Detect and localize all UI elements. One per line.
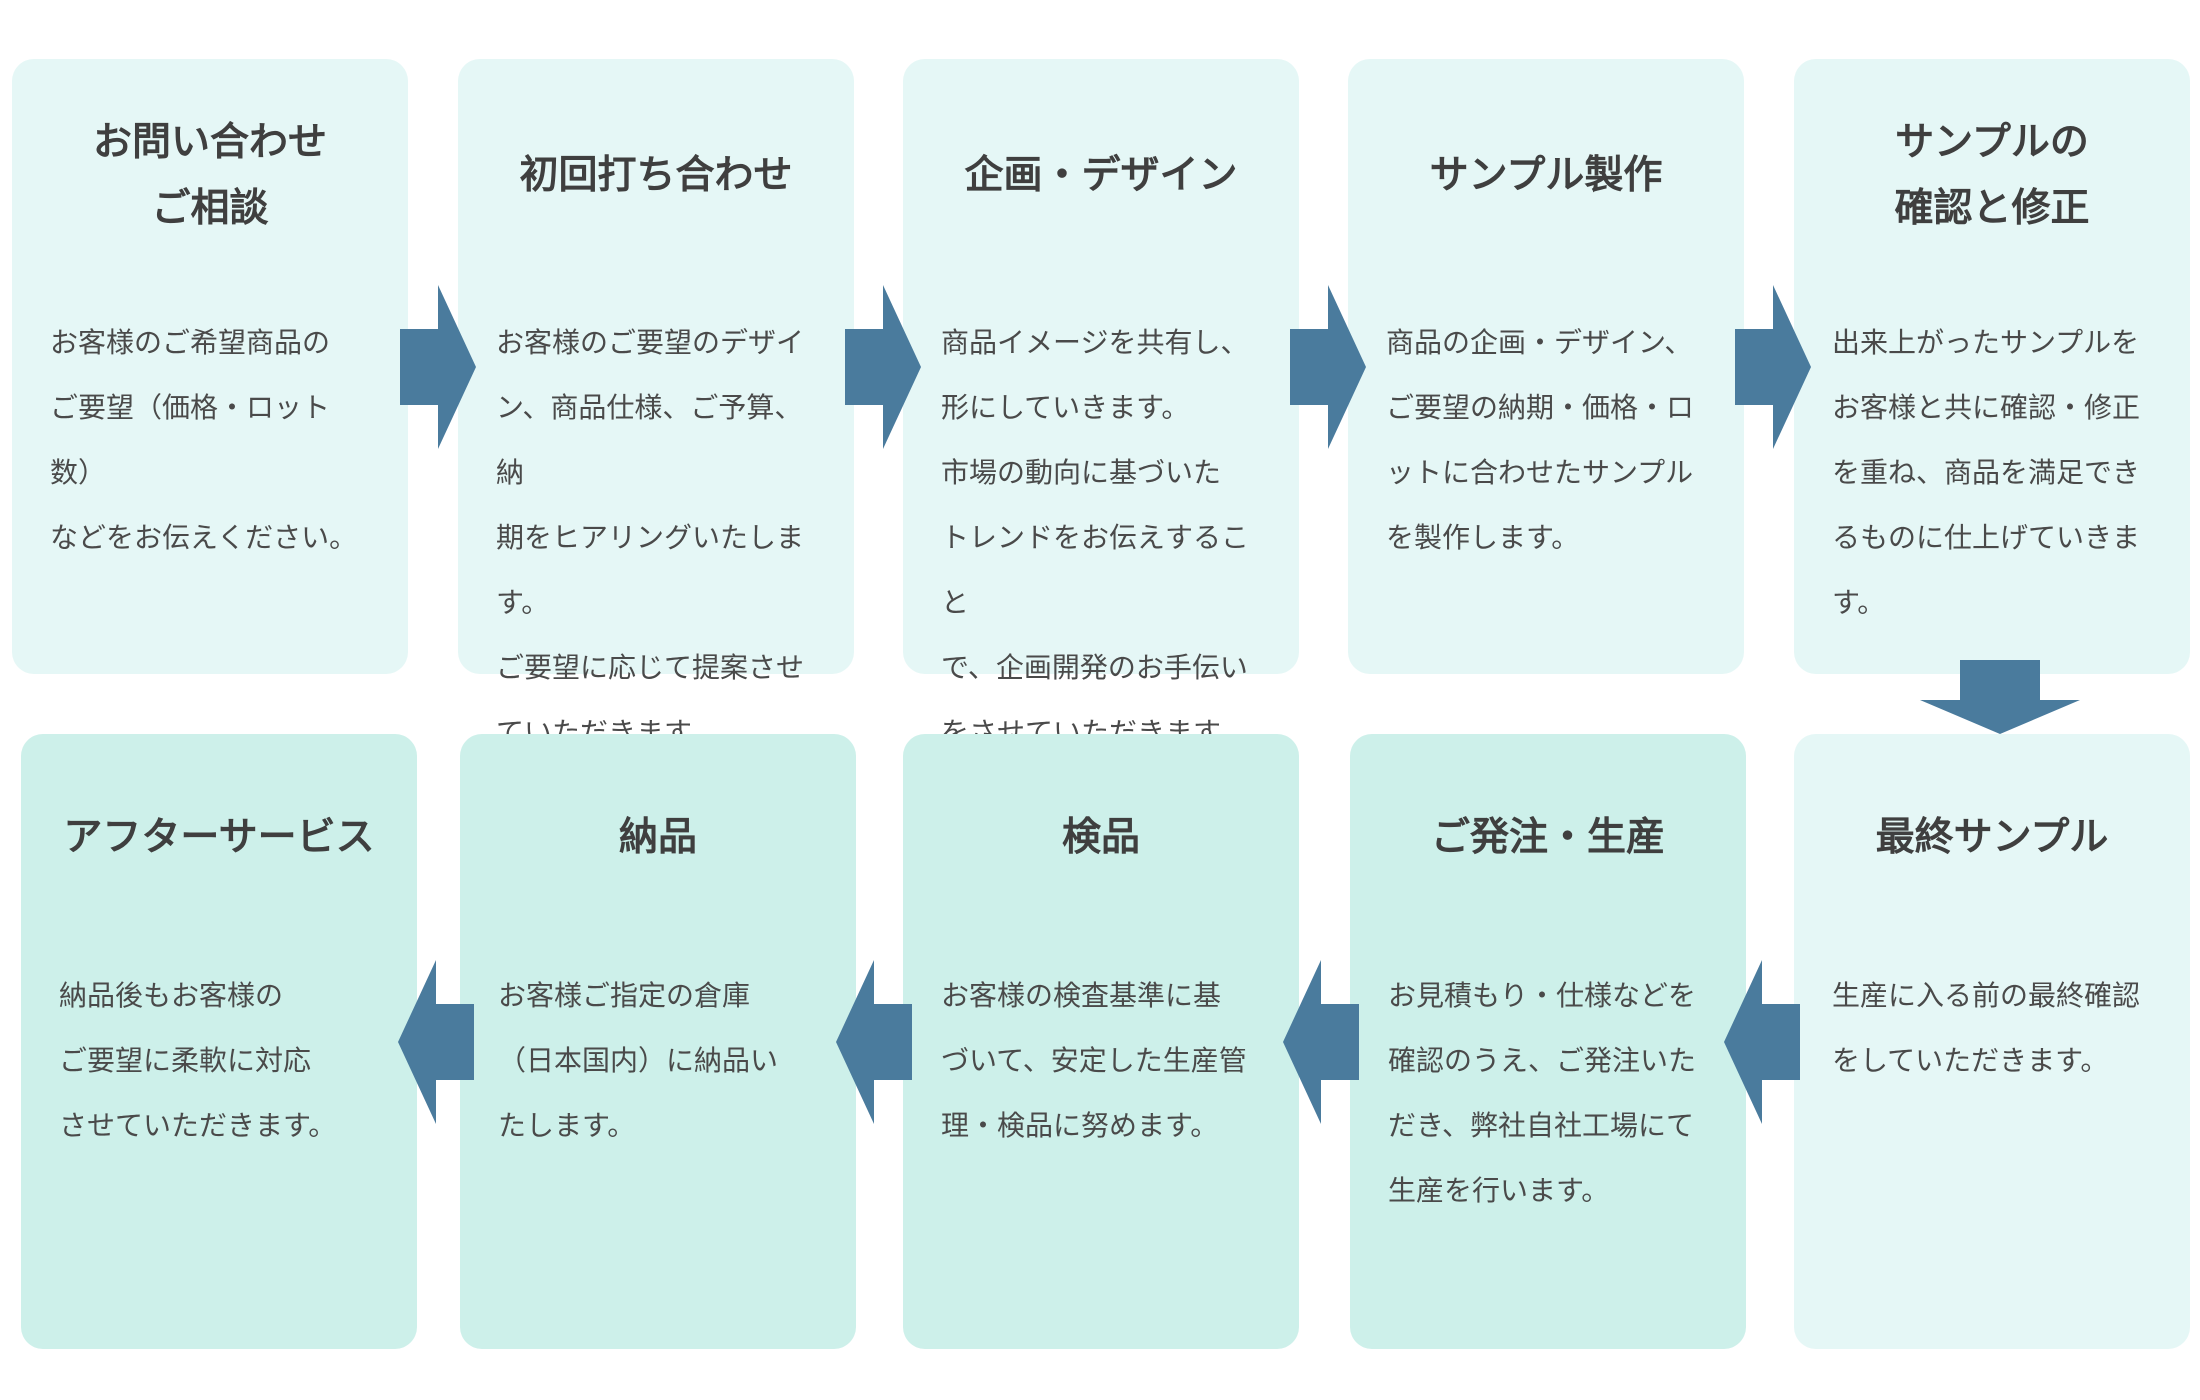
step-card-2: 初回打ち合わせ お客様のご要望のデザイ ン、商品仕様、ご予算、納 期をヒアリング… (458, 59, 854, 749)
step-description: 商品イメージを共有し、 形にしていきます。 市場の動向に基づいた トレンドをお伝… (941, 326, 1250, 749)
step-description: お見積もり・仕様などを 確認のうえ、ご発注いた だき、弊社自社工場にて 生産を行… (1388, 979, 1697, 1207)
step-title: サンプルの 確認と修正 (1894, 120, 2090, 231)
step-description: 商品の企画・デザイン、 ご要望の納期・価格・ロ ットに合わせたサンプル を製作し… (1386, 326, 1695, 554)
step-card-7: ご発注・生産 お見積もり・仕様などを 確認のうえ、ご発注いた だき、弊社自社工場… (1350, 734, 1746, 1349)
arrow-right-icon (400, 285, 476, 449)
step-description: お客様のご希望商品の ご要望（価格・ロット数） などをお伝えください。 (50, 326, 358, 554)
arrow-down-icon (1920, 660, 2080, 734)
step-title: 納品 (618, 815, 697, 860)
arrow-left-icon (1724, 960, 1800, 1124)
step-card-6: 最終サンプル 生産に入る前の最終確認 をしていただきます。 (1794, 734, 2190, 1349)
step-description: お客様の検査基準に基 づいて、安定した生産管 理・検品に努めます。 (941, 979, 1247, 1142)
step-title: 検品 (1061, 815, 1140, 860)
arrow-left-icon (836, 960, 912, 1124)
step-description: お客様ご指定の倉庫 （日本国内）に納品い たします。 (498, 979, 779, 1142)
step-description: お客様のご要望のデザイ ン、商品仕様、ご予算、納 期をヒアリングいたします。 ご… (496, 326, 805, 749)
arrow-left-icon (1283, 960, 1359, 1124)
step-description: 納品後もお客様の ご要望に柔軟に対応 させていただきます。 (59, 979, 337, 1142)
step-card-10: アフターサービス 納品後もお客様の ご要望に柔軟に対応 させていただきます。 (21, 734, 417, 1349)
step-title: ご発注・生産 (1430, 815, 1665, 860)
step-title: 企画・デザイン (964, 153, 1238, 198)
step-card-5: サンプルの 確認と修正 出来上がったサンプルを お客様と共に確認・修正 を重ね、… (1794, 59, 2190, 674)
step-card-4: サンプル製作 商品の企画・デザイン、 ご要望の納期・価格・ロ ットに合わせたサン… (1348, 59, 1744, 674)
step-card-3: 企画・デザイン 商品イメージを共有し、 形にしていきます。 市場の動向に基づいた… (903, 59, 1299, 749)
step-description: 出来上がったサンプルを お客様と共に確認・修正 を重ね、商品を満足でき るものに… (1832, 326, 2141, 619)
step-title: アフターサービス (63, 815, 375, 860)
step-title: 最終サンプル (1875, 815, 2109, 860)
step-card-9: 納品 お客様ご指定の倉庫 （日本国内）に納品い たします。 (460, 734, 856, 1349)
arrow-right-icon (845, 285, 921, 449)
arrow-left-icon (398, 960, 474, 1124)
step-title: 初回打ち合わせ (519, 153, 793, 198)
step-title: サンプル製作 (1429, 153, 1663, 198)
step-card-1: お問い合わせ ご相談 お客様のご希望商品の ご要望（価格・ロット数） などをお伝… (12, 59, 408, 674)
step-description: 生産に入る前の最終確認 をしていただきます。 (1832, 979, 2141, 1077)
arrow-right-icon (1290, 285, 1366, 449)
step-card-8: 検品 お客様の検査基準に基 づいて、安定した生産管 理・検品に努めます。 (903, 734, 1299, 1349)
step-title: お問い合わせ ご相談 (92, 120, 327, 231)
arrow-right-icon (1735, 285, 1811, 449)
